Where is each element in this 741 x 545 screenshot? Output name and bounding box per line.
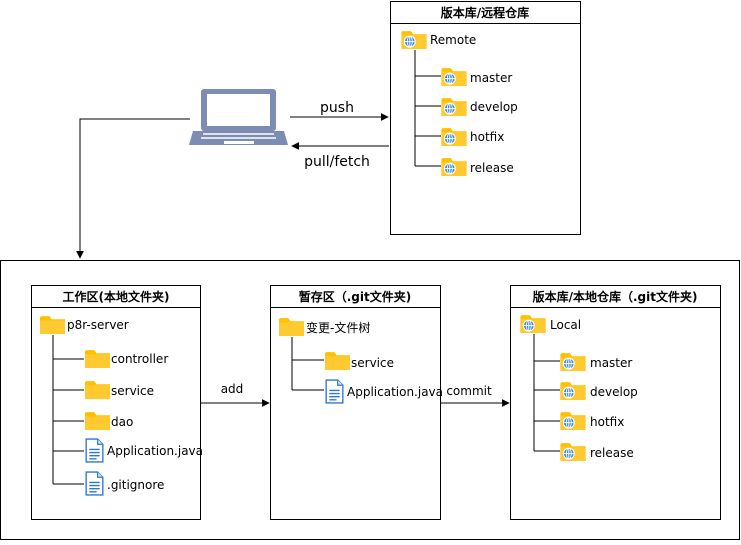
workspace-item-application-java: Application.java (107, 444, 203, 458)
laptop-icon (189, 89, 288, 145)
staging-root-label: 变更-文件树 (306, 320, 370, 335)
add-label: add (221, 382, 244, 396)
staging-item-service: service (351, 356, 394, 370)
staging-application-java-file-icon (325, 379, 344, 404)
remote-repo-title: 版本库/远程仓库 (441, 5, 529, 20)
local-branch-develop: develop (590, 385, 638, 399)
workspace-item-gitignore: .gitignore (107, 478, 164, 492)
push-label: push (320, 100, 354, 116)
commit-label: commit (446, 384, 492, 398)
local-root-label: Local (550, 318, 581, 332)
application-java-file-icon (85, 438, 104, 463)
workspace-box: 工作区(本地文件夹) p8r-server controller service… (31, 285, 203, 520)
local-repo-title: 版本库/本地仓库（.git文件夹) (533, 289, 698, 304)
workspace-item-service: service (111, 384, 154, 398)
workspace-tree-lines (52, 335, 84, 485)
remote-branch-develop: develop (470, 100, 518, 114)
staging-item-application-java: Application.java (347, 385, 443, 399)
laptop-to-local-connector (76, 118, 190, 259)
local-environment-container (0, 260, 740, 540)
staging-tree-lines (291, 337, 324, 391)
remote-tree-lines (414, 50, 441, 167)
workspace-item-dao: dao (111, 415, 133, 429)
remote-branch-master: master (470, 71, 512, 85)
remote-repo-box: 版本库/远程仓库 Remote master develop hotfix re… (390, 1, 581, 235)
remote-branch-hotfix: hotfix (470, 130, 504, 144)
local-repo-box: 版本库/本地仓库（.git文件夹) Local master develop h… (510, 285, 721, 520)
local-branch-hotfix: hotfix (590, 415, 624, 429)
workspace-item-controller: controller (111, 352, 168, 366)
staging-title: 暂存区（.git文件夹) (299, 289, 411, 304)
workspace-root-label: p8r-server (67, 318, 129, 332)
workspace-title: 工作区(本地文件夹) (63, 289, 170, 304)
remote-root-label: Remote (430, 33, 476, 47)
gitignore-file-icon (85, 471, 104, 496)
pull-label: pull/fetch (304, 154, 370, 170)
remote-branch-release: release (470, 161, 514, 175)
local-branch-release: release (590, 446, 634, 460)
local-branch-master: master (590, 356, 632, 370)
staging-box: 暂存区（.git文件夹) 变更-文件树 service Application.… (270, 285, 443, 520)
local-tree-lines (533, 334, 560, 452)
